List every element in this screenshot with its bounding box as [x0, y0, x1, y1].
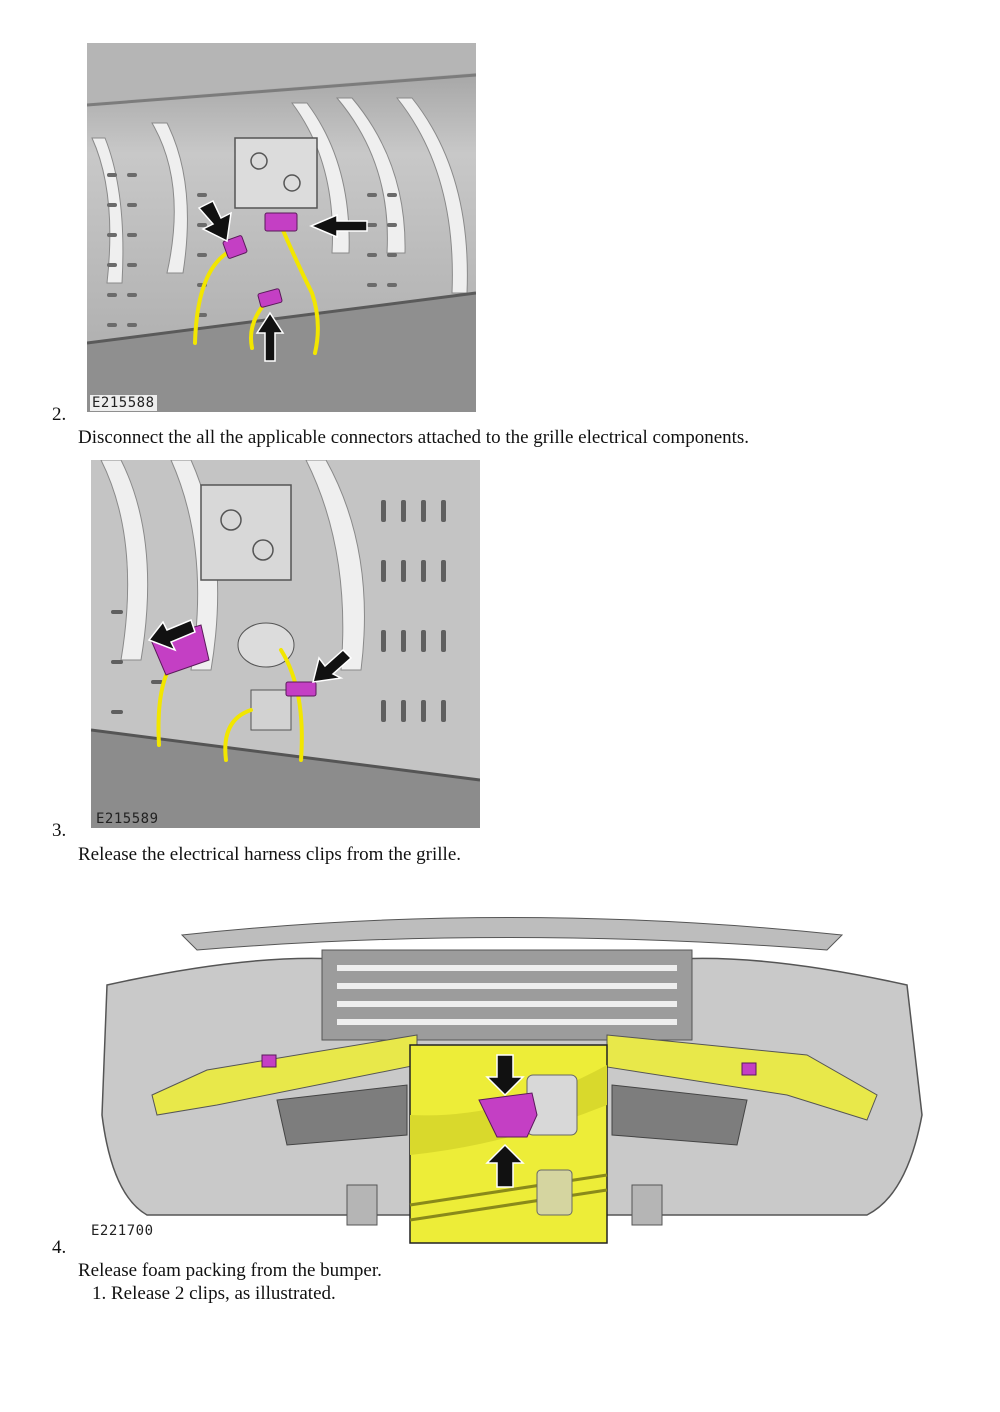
harness-clips-illustration: [91, 460, 480, 828]
step-number: 4.: [52, 1237, 67, 1258]
figure-grille-connectors: E215588: [87, 43, 476, 412]
sub-instruction: 1. Release 2 clips, as illustrated.: [92, 1283, 336, 1304]
step-instruction: Disconnect the all the applicable connec…: [78, 427, 750, 448]
figure-code: E221700: [91, 1223, 154, 1239]
step-number: 3.: [52, 820, 67, 841]
figure-bumper-foam-packing: E221700: [87, 905, 927, 1245]
grille-connectors-illustration: [87, 43, 476, 412]
step-instruction: Release foam packing from the bumper.: [78, 1260, 382, 1281]
figure-code: E215589: [96, 811, 159, 827]
step-instruction: Release the electrical harness clips fro…: [78, 844, 462, 865]
figure-harness-clips: E215589: [91, 460, 480, 828]
bumper-foam-illustration: [101, 917, 923, 1244]
step-number: 2.: [52, 404, 67, 425]
figure-code: E215588: [90, 395, 157, 411]
